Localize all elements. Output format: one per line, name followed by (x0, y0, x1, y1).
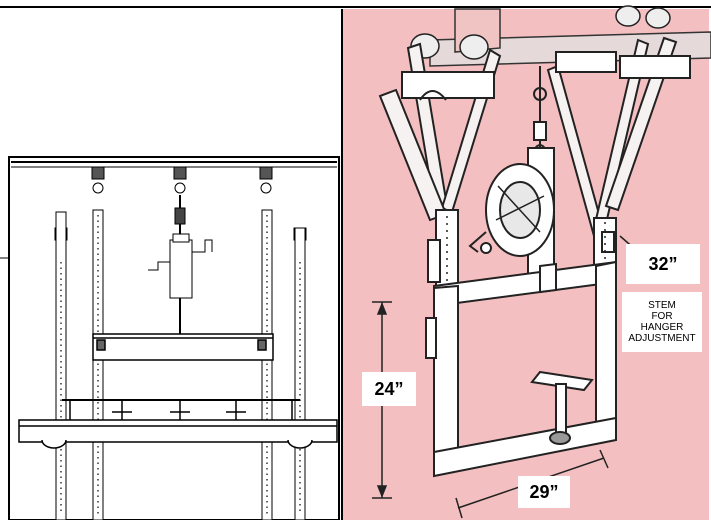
cross-beam (92, 333, 274, 361)
rod-perforations (60, 215, 301, 515)
stem-label-line-3: HANGER (640, 321, 684, 333)
height-24-label: 24” (362, 372, 416, 406)
foot-pedal (530, 370, 594, 445)
chain-and-hook (533, 66, 548, 156)
stem-label-line-4: ADJUSTMENT (628, 332, 696, 344)
hanger-frame-line-drawing (8, 156, 340, 520)
stem-adjustment-label: STEM FOR HANGER ADJUSTMENT (622, 292, 702, 352)
hanger-frame (425, 260, 617, 478)
left-trolley-arms (378, 42, 502, 222)
stem-perforations (446, 216, 606, 282)
lower-track (18, 399, 338, 449)
height-32-label: 32” (626, 244, 700, 284)
stem-label-line-1: STEM (648, 299, 676, 311)
winch-assembly (148, 195, 213, 336)
right-trolley-arms (546, 36, 691, 238)
width-29-label: 29” (518, 476, 570, 508)
stem-label-line-2: FOR (651, 310, 673, 322)
